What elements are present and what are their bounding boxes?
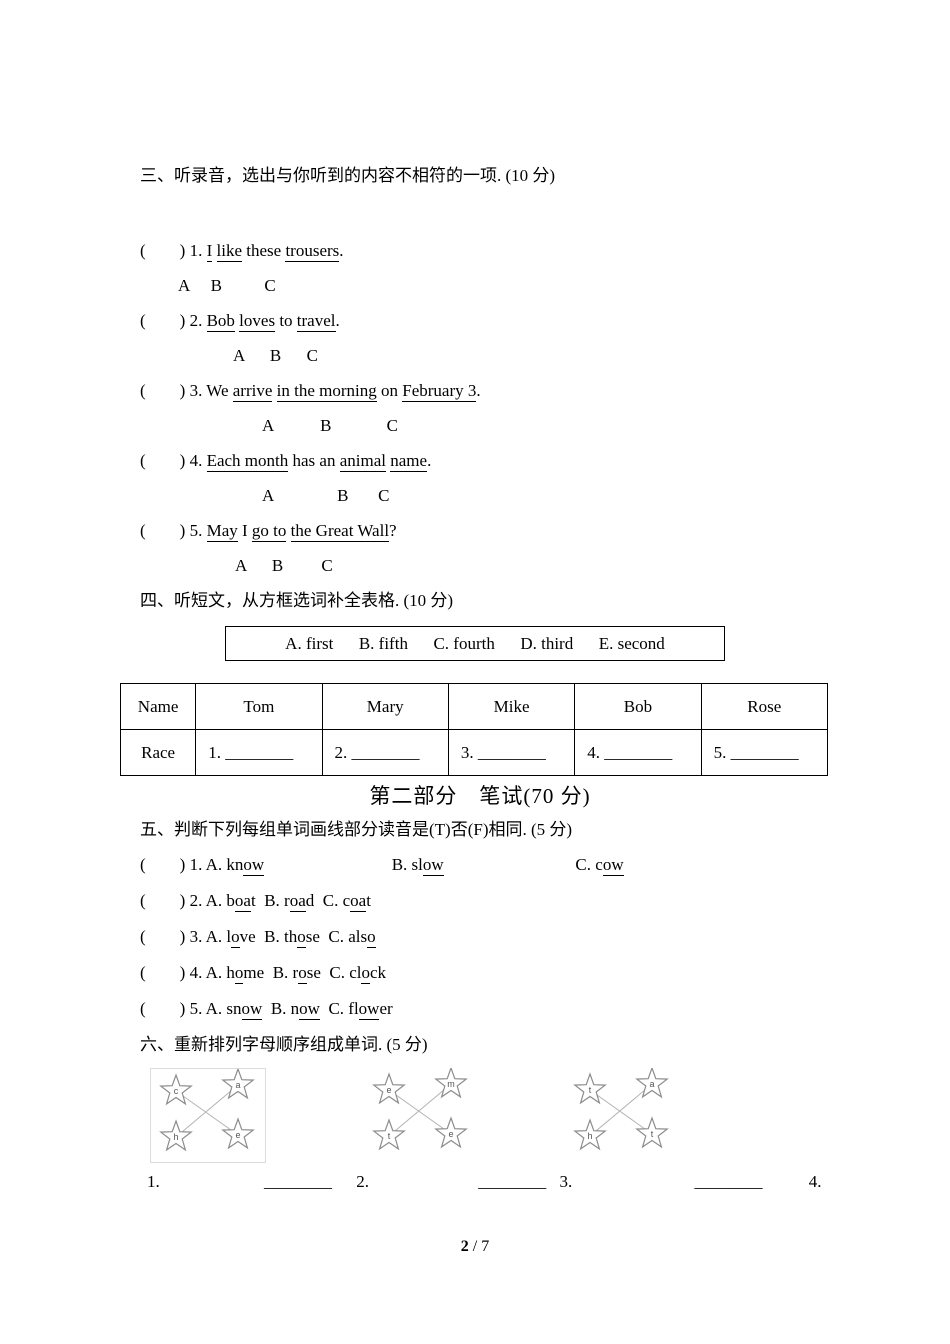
listening-item: ( ) 5. May I go to the Great Wall? A B C [120,513,840,583]
puzzle-connector-line [589,1083,653,1137]
sentence-text: ( ) 5. May I go to the Great Wall? [140,521,397,542]
puzzle-connector-line [388,1089,452,1135]
table-header-cell: Name [119,683,197,730]
part-two-heading: 第二部分 笔试(70 分) [369,784,591,808]
puzzle-connector-line [175,1090,239,1136]
option-letters: A B C [262,486,390,505]
pronunciation-row: ( ) 4. A. home B. rose C. clock [140,963,387,984]
paper-content: 三、听录音，选出与你听到的内容不相符的一项. (10 分) ( ) 1. I l… [119,166,840,1195]
star-letter: a [649,1079,654,1089]
table-cell: 1. ________ [195,729,323,776]
letter-star-puzzle: c a h e [150,1068,266,1163]
star-letter: e [235,1130,240,1140]
star-letter: t [651,1129,654,1139]
section-three-title: 三、听录音，选出与你听到的内容不相符的一项. (10 分) [140,166,556,185]
star-letter: a [235,1080,240,1090]
sentence-text: ( ) 4. Each month has an animal name. [140,451,432,472]
pronunciation-row: ( ) 3. A. love B. those C. also [140,927,376,948]
section-five-title: 五、判断下列每组单词画线部分读音是(T)否(F)相同. (5 分) [140,820,573,839]
option-letters: A B C [178,276,276,295]
section-four-title: 四、听短文，从方框选词补全表格. (10 分) [140,591,454,610]
table-header-cell: Tom [195,683,323,730]
listening-item: ( ) 2. Bob loves to travel. A B C [120,303,840,373]
answer-label: 2. [356,1172,369,1191]
sentence-text: ( ) 3. We arrive in the morning on Febru… [140,381,481,402]
star-letter: t [388,1131,391,1141]
table-header-cell: Rose [700,683,829,730]
star-letter: e [386,1085,391,1095]
answer-label: 3. [559,1172,573,1191]
table-header-cell: Mary [321,683,449,730]
table-cell: 5. ________ [700,729,829,776]
puzzle-connector-line [589,1089,653,1135]
current-page: 2 [460,1238,469,1255]
star-letter: c [174,1086,179,1096]
star-letter: h [173,1132,178,1142]
listening-item: ( ) 3. We arrive in the morning on Febru… [120,373,840,443]
table-cell: Race [119,729,197,776]
table-header-row: Name Tom Mary Mike Bob Rose [119,683,829,730]
answer-blank: ________ [264,1172,332,1191]
option-letters: A B C [233,346,319,365]
table-answer-row: Race 1. ________ 2. ________ 3. ________… [119,729,829,776]
page-separator: / [468,1238,482,1255]
star-letter: t [589,1085,592,1095]
table-cell: 2. ________ [321,729,449,776]
letter-star-puzzle: e m t e [364,1067,480,1161]
section-six-title: 六、重新排列字母顺序组成单词. (5 分) [140,1035,428,1054]
star-letter: e [448,1129,453,1139]
listening-item: ( ) 4. Each month has an animal name. A … [120,443,840,513]
race-table: Name Tom Mary Mike Bob Rose Race 1. ____… [119,683,829,776]
puzzle-connector-line [388,1083,452,1137]
sentence-text: ( ) 1. I like these trousers. [140,241,344,262]
listening-item: ( ) 1. I like these trousers. A B C [120,233,840,303]
table-header-cell: Mike [447,683,576,730]
letter-puzzles: c a h e e m t e [150,1067,840,1163]
table-cell: 3. ________ [447,729,576,776]
option-letters: A B C [262,416,399,435]
table-cell: 4. ________ [574,729,702,776]
sentence-text: ( ) 2. Bob loves to travel. [140,311,340,332]
letter-star-puzzle: t a h t [565,1067,681,1161]
answer-blank: ________ [478,1172,547,1191]
answer-label: 1. [147,1172,160,1191]
star-letter: m [447,1079,455,1089]
puzzle-answer-line: 1. ________ 2. ________ 3. ________ 4. [120,1169,840,1195]
option-letters: A B C [235,556,333,575]
pronunciation-row: ( ) 5. A. snow B. now C. flower [140,999,393,1020]
pronunciation-row: ( ) 1. A. know B. slow C. cow [140,855,624,876]
table-header-cell: Bob [574,683,702,730]
pronunciation-row: ( ) 2. A. boat B. road C. coat [140,891,371,912]
answer-label: 4. [808,1172,822,1191]
page-number: 2 / 7 [0,1238,950,1256]
word-bank-box: A. first B. fifth C. fourth D. third E. … [225,626,725,661]
star-letter: h [587,1131,592,1141]
puzzle-connector-line [175,1084,239,1138]
total-pages: 7 [481,1238,490,1255]
answer-blank: ________ [694,1172,763,1191]
